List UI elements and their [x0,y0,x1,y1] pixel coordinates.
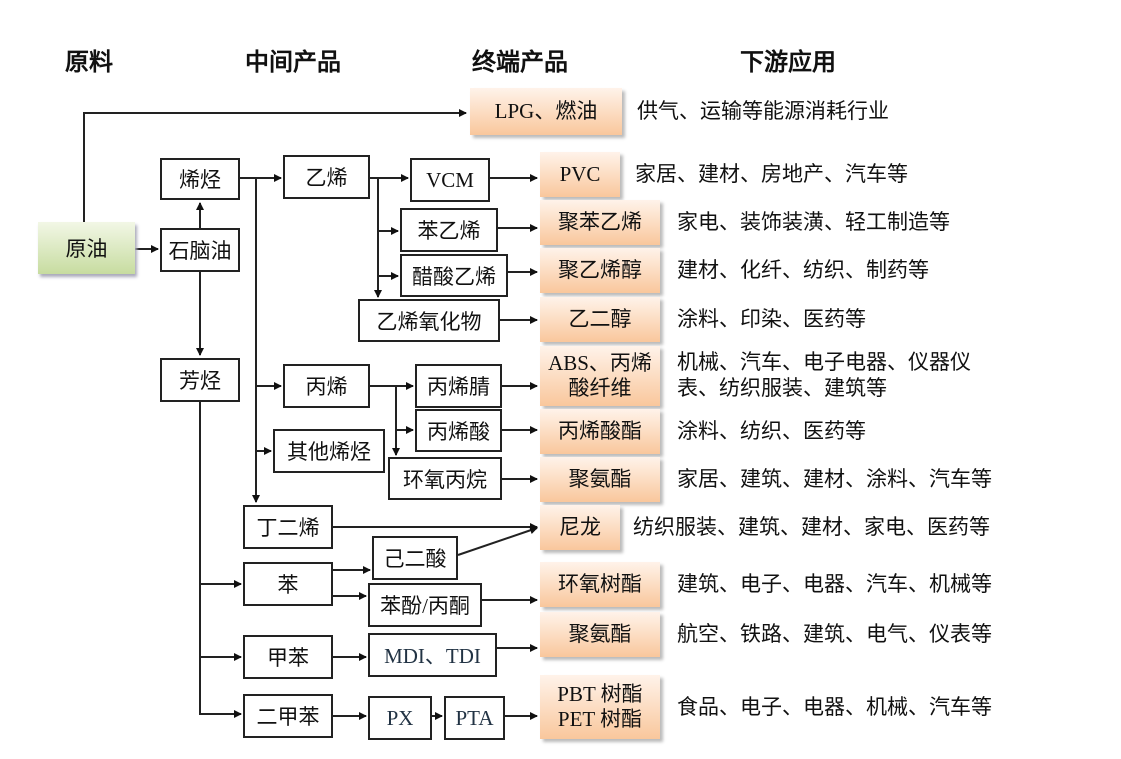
terminal-abs-line1: ABS、丙烯 [548,351,652,375]
downstream-nylon: 纺织服装、建筑、建材、家电、医药等 [633,515,990,539]
node-styrene: 苯乙烯 [400,208,498,252]
terminal-pbt: PBT 树酯 [557,682,643,706]
downstream-polyurethane-1: 家居、建筑、建材、涂料、汽车等 [677,467,992,491]
downstream-ethylene-glycol: 涂料、印染、医药等 [677,307,866,331]
terminal-epoxy-resin: 环氧树酯 [540,562,660,607]
node-ethylene: 乙烯 [283,155,370,199]
terminal-pva: 聚乙烯醇 [540,248,660,293]
node-vinyl-acetate: 醋酸乙烯 [400,254,508,297]
node-adipic-acid: 己二酸 [372,536,458,580]
terminal-polyurethane-1: 聚氨酯 [540,457,660,502]
node-toluene: 甲苯 [243,635,333,679]
node-acrylonitrile: 丙烯腈 [415,364,502,408]
terminal-polyurethane-2: 聚氨酯 [540,612,660,657]
node-px: PX [368,696,432,740]
node-naphtha: 石脑油 [160,228,240,272]
terminal-pet: PET 树酯 [557,707,643,731]
terminal-abs-acrylic-fiber: ABS、丙烯 酸纤维 [540,346,660,406]
downstream-acrylate: 涂料、纺织、医药等 [677,419,866,443]
node-benzene: 苯 [243,562,333,606]
node-other-olefins: 其他烯烃 [273,429,385,473]
terminal-abs-line2: 酸纤维 [568,376,632,400]
node-vcm: VCM [410,158,490,202]
node-butadiene: 丁二烯 [243,505,333,549]
node-propylene: 丙烯 [283,364,370,408]
downstream-pvc: 家居、建材、房地产、汽车等 [635,162,908,186]
node-phenol-acetone: 苯酚/丙酮 [368,583,482,627]
header-terminal: 终端产品 [472,48,568,76]
downstream-pva: 建材、化纤、纺织、制药等 [677,258,929,282]
node-mdi-tdi: MDI、TDI [368,633,497,677]
node-ethylene-oxide: 乙烯氧化物 [358,299,500,342]
downstream-abs-line2: 表、纺织服装、建筑等 [677,376,887,400]
node-aromatics: 芳烃 [160,358,240,402]
node-pta: PTA [444,696,505,740]
terminal-pbt-pet-resin: PBT 树酯 PET 树酯 [540,675,660,739]
node-crude-oil: 原油 [38,222,135,274]
downstream-epoxy-resin: 建筑、电子、电器、汽车、机械等 [677,572,992,596]
terminal-nylon: 尼龙 [540,505,620,550]
header-downstream: 下游应用 [740,48,836,76]
terminal-acrylate: 丙烯酸酯 [540,409,660,454]
terminal-polystyrene: 聚苯乙烯 [540,200,660,245]
header-raw: 原料 [65,48,113,76]
node-xylene: 二甲苯 [243,694,333,738]
downstream-pbt-pet: 食品、电子、电器、机械、汽车等 [677,695,992,719]
terminal-lpg-fuel: LPG、燃油 [470,88,622,135]
node-olefins: 烯烃 [160,158,240,200]
downstream-lpg-fuel: 供气、运输等能源消耗行业 [637,99,889,123]
node-acrylic-acid: 丙烯酸 [415,409,502,452]
downstream-polyurethane-2: 航空、铁路、建筑、电气、仪表等 [677,622,992,646]
header-intermediate: 中间产品 [245,48,341,76]
downstream-abs: 机械、汽车、电子电器、仪器仪 表、纺织服装、建筑等 [677,349,971,401]
terminal-ethylene-glycol: 乙二醇 [540,297,660,342]
downstream-abs-line1: 机械、汽车、电子电器、仪器仪 [677,350,971,374]
terminal-pvc: PVC [540,152,620,197]
downstream-polystyrene: 家电、装饰装潢、轻工制造等 [677,210,950,234]
node-propylene-oxide: 环氧丙烷 [388,457,502,500]
